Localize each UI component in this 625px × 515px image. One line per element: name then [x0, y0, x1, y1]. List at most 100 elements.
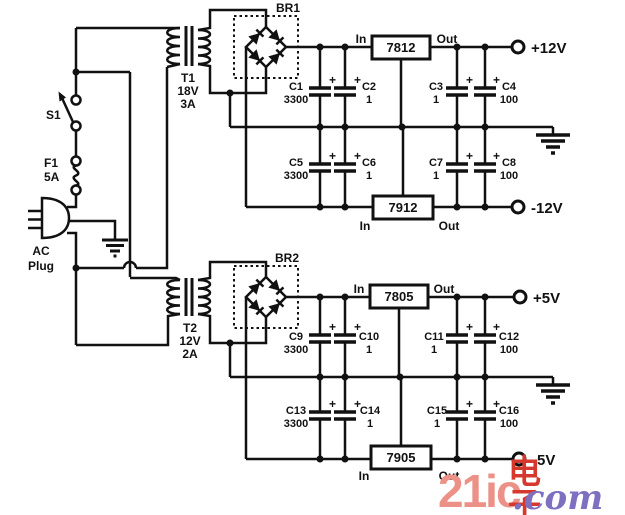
- t1-core-icon: [184, 26, 194, 66]
- wire-plug-ground: [69, 219, 117, 240]
- plug-label-2: Plug: [28, 259, 54, 273]
- plus-c13: +: [329, 397, 336, 411]
- cap-c2-val: 1: [366, 94, 372, 106]
- wire-plug-bottom: [67, 231, 78, 345]
- cap-c4-val: 100: [500, 94, 518, 106]
- reg1-in-label: In: [356, 32, 367, 46]
- plus-c8: +: [493, 149, 500, 163]
- regulator-7805-box: [368, 283, 430, 310]
- wire-fuse-to-plug: [67, 194, 78, 209]
- plus-c16: +: [493, 397, 500, 411]
- wire-t1-sec-bottom: [197, 62, 268, 95]
- cap-stems-row4: [318, 377, 487, 459]
- t1-voltage: 18V: [177, 84, 198, 98]
- cap-c10-val: 1: [366, 344, 372, 356]
- plus-c1: +: [329, 73, 336, 87]
- reg3-in-label: In: [354, 282, 365, 296]
- br1-label: BR1: [276, 1, 300, 15]
- reg3-out-label: Out: [434, 282, 455, 296]
- wire-t1-primary-return: [136, 67, 169, 270]
- output-terminals: [510, 39, 528, 467]
- cap-c12-val: 100: [500, 344, 518, 356]
- cap-c13-ref: C13: [286, 405, 306, 417]
- cap-c2-ref: C2: [362, 81, 376, 93]
- wires: [67, 8, 553, 461]
- ground-top-icon: [536, 127, 570, 155]
- t1-current: 3A: [180, 97, 196, 111]
- cap-c1-val: 3300: [284, 94, 308, 106]
- br1-diodes-icon: [248, 28, 285, 66]
- plus-c7: +: [466, 149, 473, 163]
- transformer-t2: [166, 278, 212, 316]
- output-neg5-label: -5V: [532, 452, 555, 469]
- plus-c14: +: [354, 397, 361, 411]
- regulator-7805-label: 7805: [385, 289, 414, 304]
- plug-prongs-icon: [28, 209, 42, 230]
- cap-c16-ref: C16: [499, 405, 519, 417]
- br2-label: BR2: [275, 251, 299, 265]
- cap-stems-row3: [318, 297, 487, 377]
- br2-diodes-icon: [248, 278, 285, 316]
- output-pos12-label: +12V: [531, 40, 566, 57]
- cap-c6-val: 1: [366, 170, 372, 182]
- plus-c2: +: [354, 73, 361, 87]
- cap-c1-ref: C1: [289, 81, 303, 93]
- t1-secondary-coil-icon: [197, 28, 212, 66]
- reg4-in-label: In: [359, 469, 370, 483]
- output-pos5-label: +5V: [533, 290, 560, 307]
- transformer-t1: [166, 26, 212, 66]
- t2-secondary-coil-icon: [197, 278, 212, 316]
- terminal-pos12-icon: [510, 39, 526, 55]
- polarity-marks: + + + + + + + + + + + + + + + +: [329, 73, 500, 411]
- cap-stems-row1: [318, 47, 487, 127]
- regulator-7905-label: 7905: [387, 450, 416, 465]
- output-neg12-label: -12V: [531, 200, 563, 217]
- regulator-7912-label: 7912: [389, 200, 418, 215]
- plus-c10: +: [354, 320, 361, 334]
- cap-c5-val: 3300: [284, 170, 308, 182]
- cap-c11-val: 1: [431, 344, 437, 356]
- ground-bottom-icon: [536, 377, 570, 405]
- bridge-br1: [233, 15, 299, 79]
- switch-s1: [58, 91, 82, 132]
- cap-c7-ref: C7: [429, 157, 443, 169]
- reg4-out-label: Out: [439, 469, 460, 483]
- reg1-out-label: Out: [437, 32, 458, 46]
- cap-c13-val: 3300: [284, 418, 308, 430]
- cap-c14-ref: C14: [360, 405, 381, 417]
- fuse-label: F1: [44, 156, 58, 170]
- terminal-neg5-icon: [511, 451, 527, 467]
- plus-c9: +: [329, 320, 336, 334]
- cap-c15-ref: C15: [427, 405, 447, 417]
- plus-c6: +: [354, 149, 361, 163]
- reg2-out-label: Out: [439, 219, 460, 233]
- wire-t2-sec-top: [197, 260, 268, 282]
- regulator-7912-box: [371, 194, 435, 221]
- cap-c16-val: 100: [500, 418, 518, 430]
- cap-c8-val: 100: [500, 170, 518, 182]
- terminal-neg12-icon: [510, 199, 526, 215]
- t2-name: T2: [183, 321, 197, 335]
- cap-c11-ref: C11: [424, 331, 444, 343]
- cap-c6-ref: C6: [362, 157, 376, 169]
- reg2-in-label: In: [360, 219, 371, 233]
- labels: S1 F1 5A AC Plug T1 18V 3A T2 12V 2A BR1…: [28, 1, 566, 483]
- switch-label: S1: [46, 108, 61, 122]
- cap-c14-val: 1: [367, 418, 373, 430]
- switch-arrow-icon: [58, 91, 66, 102]
- t1-name: T1: [181, 71, 195, 85]
- cap-c8-ref: C8: [502, 157, 516, 169]
- capacitor-plates: [309, 86, 496, 421]
- plus-c15: +: [466, 397, 473, 411]
- ground-symbols: [102, 127, 570, 405]
- fuse-rating: 5A: [44, 170, 60, 184]
- cap-stems-row2: [318, 127, 487, 207]
- t1-primary-coil-icon: [166, 26, 181, 66]
- cap-c7-val: 1: [433, 170, 439, 182]
- br1-dotted-box: [233, 15, 299, 79]
- regulator-7812-box: [370, 34, 432, 61]
- ac-plug: [28, 196, 71, 240]
- regulator-7812-label: 7812: [387, 40, 416, 55]
